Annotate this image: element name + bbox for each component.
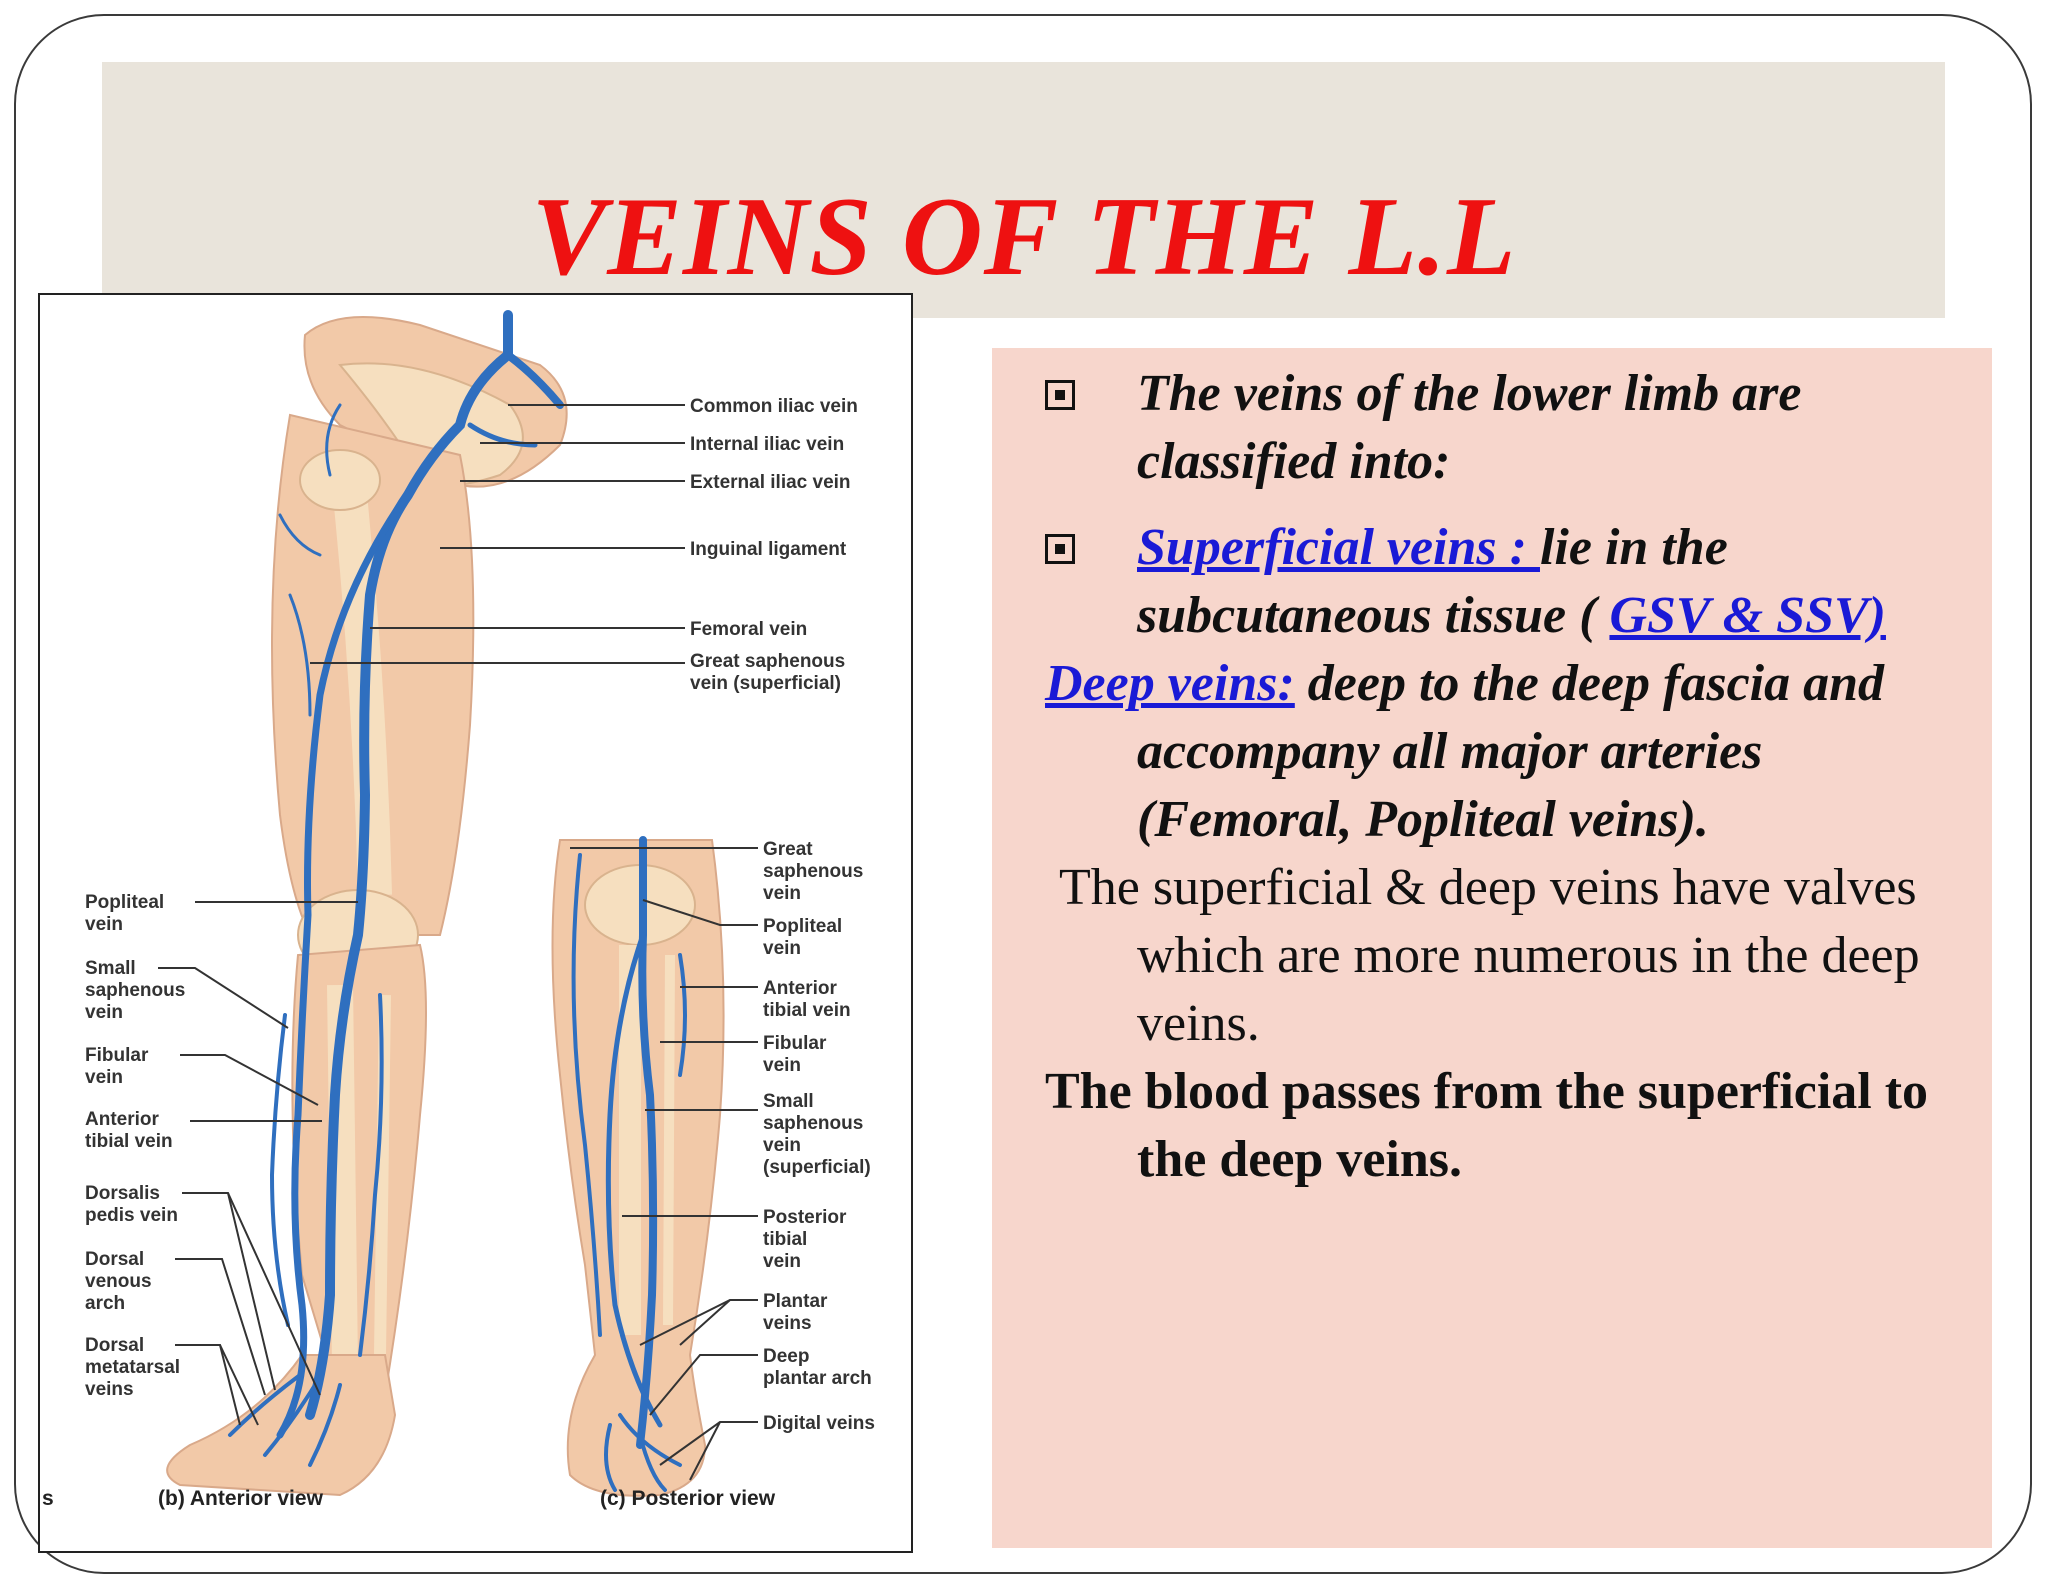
label-post-popliteal-line1: Popliteal [763,916,842,937]
superficial-veins-link[interactable]: Superficial veins : [1137,519,1540,576]
label-post-posterior-tibial-line2: tibial [763,1229,807,1250]
label-post-popliteal-line2: vein [763,938,801,959]
label-external-iliac-vein: External iliac vein [690,472,851,493]
caption-fragment: s [42,1487,54,1510]
anatomy-figure: Common iliac vein Internal iliac vein Ex… [38,293,913,1553]
label-post-deep-plantar-line1: Deep [763,1346,809,1367]
slide-body: The veins of the lower limb are classifi… [1045,360,1975,1194]
paragraph-blood-flow: The blood passes from the superficial to… [1045,1058,1975,1194]
label-post-anterior-tibial-line2: tibial vein [763,1000,851,1021]
label-post-digital-veins: Digital veins [763,1413,875,1434]
label-fibular-line2: vein [85,1067,123,1088]
label-post-small-saphenous-line4: (superficial) [763,1157,871,1178]
paragraph-classification: The veins of the lower limb are classifi… [1045,360,1975,496]
label-post-anterior-tibial-line1: Anterior [763,978,838,999]
label-dorsal-venous-arch-line1: Dorsal [85,1249,144,1270]
label-dorsal-venous-arch-line2: venous [85,1271,152,1292]
deep-veins-link[interactable]: Deep veins: [1045,655,1295,712]
leg-veins-illustration: Common iliac vein Internal iliac vein Ex… [42,310,875,1510]
superficial-text: lie in the subcutaneous tissue ( [1137,519,1728,644]
valves-text: The superficial & deep veins have valves… [1059,859,1920,1052]
label-dorsal-metatarsal-line2: metatarsal [85,1357,180,1378]
label-post-small-saphenous-line3: vein [763,1135,801,1156]
label-post-great-line3: vein [763,883,801,904]
bullet-icon [1045,380,1075,410]
caption-anterior-view: (b) Anterior view [158,1487,324,1510]
label-popliteal-line2: vein [85,914,123,935]
label-post-small-saphenous-line1: Small [763,1091,814,1112]
gsv-ssv-link[interactable]: GSV & SSV) [1609,587,1886,644]
label-anterior-tibial-line1: Anterior [85,1109,160,1130]
label-post-great-line1: Great [763,839,813,860]
posterior-leg-drawing [551,836,725,1497]
posterior-labels: Great saphenous vein Popliteal vein Ante… [570,839,875,1481]
paragraph-valves: The superficial & deep veins have valves… [1045,854,1975,1058]
paragraph-superficial: Superficial veins : lie in the subcutane… [1045,514,1975,650]
label-femoral-vein: Femoral vein [690,619,807,640]
label-small-saphenous-line3: vein [85,1002,123,1023]
label-post-plantar-line1: Plantar [763,1291,828,1312]
label-post-posterior-tibial-line3: vein [763,1251,801,1272]
classification-text: The veins of the lower limb are classifi… [1137,365,1802,490]
label-great-saphenous-line1: Great saphenous [690,651,845,672]
label-popliteal-line1: Popliteal [85,892,164,913]
label-dorsal-venous-arch-line3: arch [85,1293,125,1314]
paragraph-deep: Deep veins: deep to the deep fascia and … [1045,650,1975,854]
label-dorsalis-pedis-line2: pedis vein [85,1205,178,1226]
text-panel [992,348,1992,1548]
label-anterior-tibial-line2: tibial vein [85,1131,173,1152]
label-common-iliac-vein: Common iliac vein [690,396,858,417]
label-small-saphenous-line2: saphenous [85,980,185,1001]
label-post-small-saphenous-line2: saphenous [763,1113,863,1134]
bullet-icon [1045,534,1075,564]
caption-posterior-view: (c) Posterior view [600,1487,776,1510]
label-small-saphenous-line1: Small [85,958,136,979]
label-post-fibular-line2: vein [763,1055,801,1076]
anterior-labels: Common iliac vein Internal iliac vein Ex… [85,396,858,1426]
label-internal-iliac-vein: Internal iliac vein [690,434,844,455]
label-dorsal-metatarsal-line3: veins [85,1379,134,1400]
deep-text: deep to the deep fascia and accompany al… [1137,655,1885,848]
label-post-plantar-line2: veins [763,1313,812,1334]
slide-title: VEINS OF THE L.L [531,175,1517,299]
label-dorsal-metatarsal-line1: Dorsal [85,1335,144,1356]
label-post-fibular-line1: Fibular [763,1033,827,1054]
title-band [102,62,1945,318]
blood-flow-text: The blood passes from the superficial to… [1045,1063,1929,1188]
anterior-leg-drawing [166,310,568,1497]
label-post-deep-plantar-line2: plantar arch [763,1368,872,1389]
label-fibular-line1: Fibular [85,1045,149,1066]
label-post-great-line2: saphenous [763,861,863,882]
label-great-saphenous-line2: vein (superficial) [690,673,841,694]
label-post-posterior-tibial-line1: Posterior [763,1207,847,1228]
label-inguinal-ligament: Inguinal ligament [690,539,847,560]
label-dorsalis-pedis-line1: Dorsalis [85,1183,160,1204]
